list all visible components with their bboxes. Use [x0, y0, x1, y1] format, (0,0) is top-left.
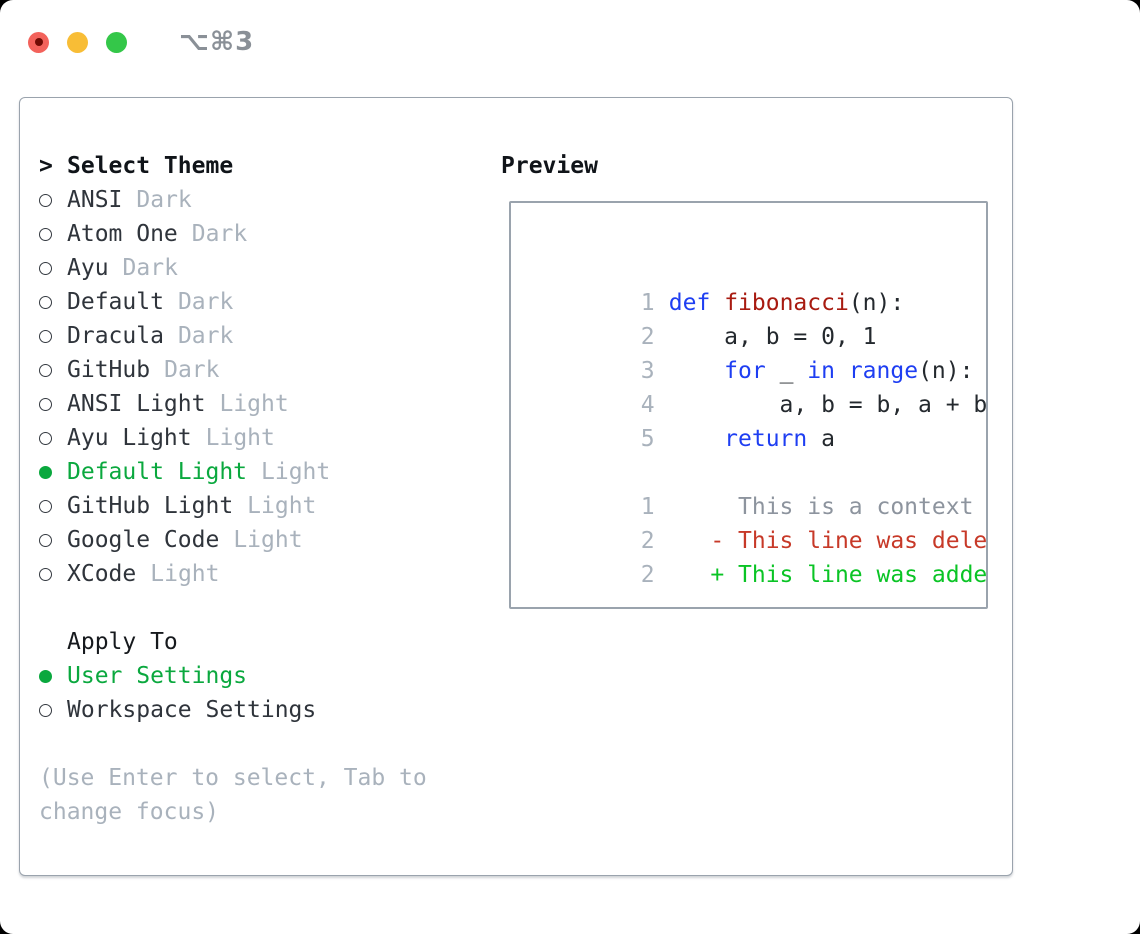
theme-badge: Dark: [136, 187, 192, 213]
theme-option-ansi-dark[interactable]: ANSI Dark: [39, 183, 489, 217]
diff-added-line: 2 + This line was added.: [530, 524, 986, 588]
radio-unselected-icon: [39, 703, 67, 717]
theme-option-default-light-selected[interactable]: Default Light Light: [39, 455, 489, 489]
apply-option-workspace-settings[interactable]: Workspace Settings: [39, 693, 489, 727]
theme-picker-panel: > Select Theme ANSI Dark Atom One Dark A…: [19, 97, 1013, 876]
theme-option-github-light[interactable]: GitHub Light Light: [39, 489, 489, 523]
radio-unselected-icon: [39, 499, 67, 513]
zoom-button[interactable]: [106, 31, 127, 53]
theme-name: ANSI: [67, 187, 123, 213]
line-number: 5: [640, 426, 655, 452]
line-number: 3: [640, 358, 655, 384]
radio-selected-icon: [39, 669, 67, 683]
theme-badge: Dark: [177, 289, 234, 315]
code-line: 4 a, b = b, a + b: [530, 354, 986, 418]
theme-badge: Dark: [191, 221, 248, 247]
line-number: 4: [640, 392, 655, 418]
apply-to-title: Apply To: [67, 629, 178, 655]
theme-name: GitHub: [67, 357, 151, 383]
theme-badge: Light: [261, 459, 331, 485]
divider: [39, 591, 489, 625]
divider: [39, 727, 489, 761]
theme-name: Ayu Light: [67, 425, 192, 451]
radio-unselected-icon: [39, 567, 67, 581]
line-number: 1: [640, 494, 655, 520]
theme-name: XCode: [67, 561, 137, 587]
theme-badge: Dark: [177, 323, 234, 349]
line-number: 2: [640, 562, 655, 588]
titlebar: ⌥⌘3: [28, 27, 254, 57]
theme-option-atom-one-dark[interactable]: Atom One Dark: [39, 217, 489, 251]
radio-unselected-icon: [39, 227, 67, 241]
theme-name: GitHub Light: [67, 493, 234, 519]
line-number: 2: [640, 324, 655, 350]
radio-unselected-icon: [39, 329, 67, 343]
theme-option-ayu-dark[interactable]: Ayu Dark: [39, 251, 489, 285]
radio-unselected-icon: [39, 193, 67, 207]
theme-name: Default: [67, 289, 164, 315]
select-theme-title: Select Theme: [67, 153, 234, 179]
theme-name: Google Code: [67, 527, 220, 553]
apply-to-header: Apply To: [39, 625, 489, 659]
apply-option-label: User Settings: [67, 663, 248, 689]
code-line: 3 for _ in range(n):: [530, 320, 986, 384]
theme-name: Dracula: [67, 323, 164, 349]
apply-option-label: Workspace Settings: [67, 697, 317, 723]
theme-option-xcode-light[interactable]: XCode Light: [39, 557, 489, 591]
preview-title: Preview: [501, 153, 598, 179]
theme-badge: Light: [205, 425, 275, 451]
minimize-button[interactable]: [67, 31, 88, 53]
diff-context-line: 1 This is a context line.: [530, 456, 986, 520]
radio-unselected-icon: [39, 397, 67, 411]
theme-badge: Light: [219, 391, 289, 417]
code-line: 5 return a: [530, 388, 986, 452]
theme-option-google-code-light[interactable]: Google Code Light: [39, 523, 489, 557]
apply-option-user-settings[interactable]: User Settings: [39, 659, 489, 693]
hint-text-line2: change focus): [39, 799, 220, 825]
radio-unselected-icon: [39, 261, 67, 275]
radio-selected-icon: [39, 465, 67, 479]
window-title: ⌥⌘3: [179, 27, 255, 57]
theme-badge: Dark: [164, 357, 220, 383]
select-theme-header: > Select Theme: [39, 149, 489, 183]
edited-dot-icon: [34, 38, 43, 46]
theme-option-default-dark[interactable]: Default Dark: [39, 285, 489, 319]
theme-option-dracula-dark[interactable]: Dracula Dark: [39, 319, 489, 353]
theme-name: ANSI Light: [67, 391, 206, 417]
theme-option-ansi-light[interactable]: ANSI Light Light: [39, 387, 489, 421]
radio-unselected-icon: [39, 295, 67, 309]
line-number: 2: [640, 528, 655, 554]
theme-option-github-dark[interactable]: GitHub Dark: [39, 353, 489, 387]
theme-badge: Light: [233, 527, 303, 553]
code-line: 2 a, b = 0, 1: [530, 286, 986, 350]
cursor-icon: >: [39, 153, 53, 179]
theme-name: Ayu: [67, 255, 109, 281]
radio-unselected-icon: [39, 431, 67, 445]
radio-unselected-icon: [39, 363, 67, 377]
theme-badge: Dark: [122, 255, 178, 281]
theme-option-ayu-light[interactable]: Ayu Light Light: [39, 421, 489, 455]
theme-badge: Light: [247, 493, 317, 519]
diff-deleted-line: 2 - This line was deleted.: [530, 490, 986, 554]
theme-badge: Light: [150, 561, 220, 587]
hint-text-line1: (Use Enter to select, Tab to: [39, 765, 427, 791]
theme-list: > Select Theme ANSI Dark Atom One Dark A…: [39, 149, 489, 829]
close-button[interactable]: [28, 31, 49, 53]
theme-name: Atom One: [67, 221, 178, 247]
radio-unselected-icon: [39, 533, 67, 547]
line-number: 1: [640, 290, 655, 316]
theme-name: Default Light: [67, 459, 248, 485]
